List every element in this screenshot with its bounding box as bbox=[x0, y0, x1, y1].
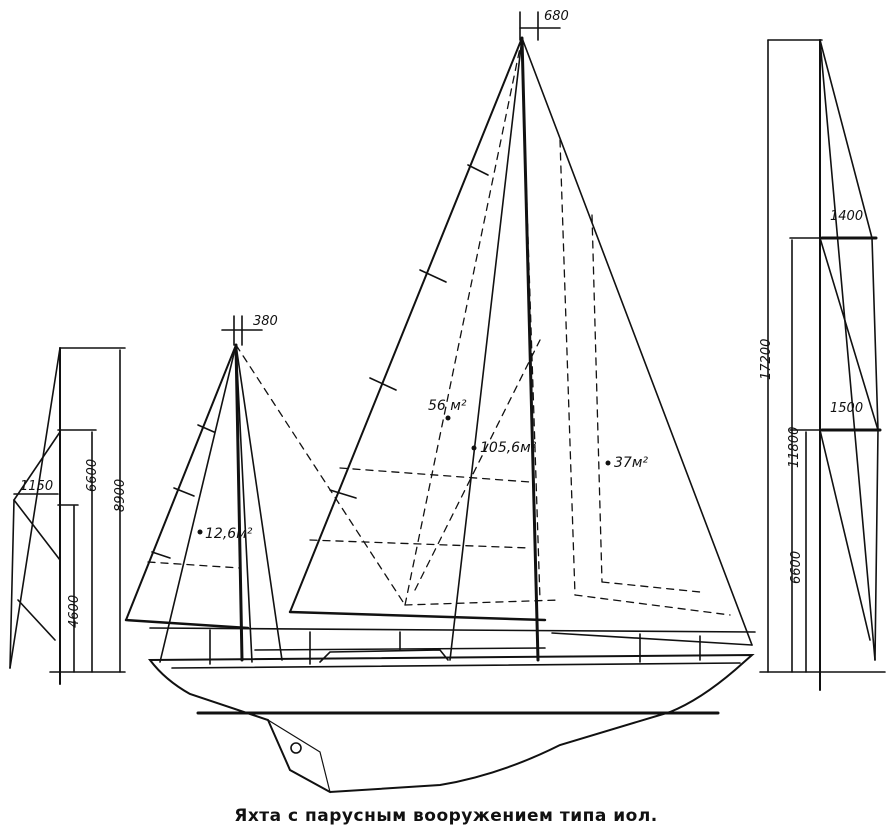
mainsail-area-label: 56 м² bbox=[428, 398, 467, 414]
right-lower-spreader-label: 1500 bbox=[830, 401, 863, 416]
figure-caption: Яхта с парусным вооружением типа иол. bbox=[234, 806, 658, 826]
right-height-total-label: 17200 bbox=[759, 339, 774, 380]
jib-area-label: 37м² bbox=[614, 455, 648, 471]
yacht-profile bbox=[124, 36, 756, 794]
mizzen-rigging-diagram bbox=[9, 347, 126, 685]
left-height-c-label: 4600 bbox=[67, 595, 82, 628]
dashed-sail-outlines bbox=[147, 37, 731, 616]
mizzen-area-label: 12,6м² bbox=[205, 526, 253, 542]
right-height-mid-label: 11800 bbox=[787, 427, 802, 468]
left-height-a-label: 6600 bbox=[85, 459, 100, 492]
right-upper-spreader-label: 1400 bbox=[830, 209, 863, 224]
mizzen-top-offset-label: 380 bbox=[253, 314, 278, 329]
total-area-label: 105,6м² bbox=[480, 440, 537, 456]
main-mast-top-offset-label: 680 bbox=[544, 9, 569, 24]
left-spreader-label: 1150 bbox=[20, 479, 53, 494]
left-height-b-label: 8900 bbox=[113, 479, 128, 512]
right-height-low-label: 6600 bbox=[789, 551, 804, 584]
mainmast-rigging-diagram bbox=[759, 39, 886, 691]
